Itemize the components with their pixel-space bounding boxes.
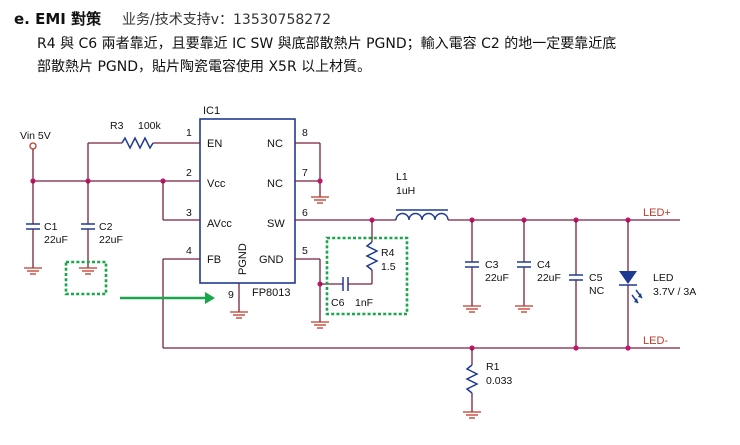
ground-c2 — [79, 267, 97, 275]
input-network: Vin 5V R3 100k C1 22uF — [20, 120, 200, 296]
c5-ref: C5 — [589, 272, 603, 284]
pin-name-fb: FB — [207, 254, 221, 266]
c1-value: 22uF — [44, 234, 68, 246]
led-plus-label: LED+ — [643, 207, 671, 219]
output-network: LED+ C3 22uF C4 22uF — [448, 207, 696, 351]
l1-value: 1uH — [396, 185, 415, 197]
ground-c4 — [515, 305, 533, 313]
ground-r1 — [463, 411, 481, 419]
pin-name-gnd: GND — [259, 254, 284, 266]
led-diode — [619, 271, 637, 284]
junction-nc — [317, 178, 323, 184]
pin-number-7: 7 — [302, 167, 308, 179]
resistor-r1 — [465, 364, 479, 394]
instruction-line-1: R4 與 C6 兩者靠近，且要靠近 IC SW 與底部散熱片 PGND；輸入電容… — [37, 36, 617, 52]
pin-number-3: 3 — [186, 207, 192, 219]
pin-number-4: 4 — [186, 245, 192, 257]
pin-name-nc7: NC — [267, 178, 283, 190]
pin-number-9: 9 — [228, 289, 234, 301]
c6-ref: C6 — [331, 297, 345, 309]
pin-number-2: 2 — [186, 167, 192, 179]
ground-nc — [311, 196, 329, 204]
ic-ref-label: IC1 — [203, 105, 220, 117]
ground-connections — [230, 142, 329, 329]
r3-ref: R3 — [110, 120, 124, 132]
c2-value: 22uF — [99, 234, 123, 246]
switch-network: R4 1.5 C6 1nF L1 1uH — [295, 171, 449, 316]
r1-ref: R1 — [486, 361, 500, 373]
pin-name-pgnd: PGND — [237, 243, 249, 275]
support-contact-note: 业务/技术支持v：13530758272 — [122, 12, 331, 28]
r1-value: 0.033 — [486, 375, 512, 387]
c6-value: 1nF — [355, 297, 373, 309]
r3-value: 100k — [138, 120, 162, 132]
c3-value: 22uF — [485, 272, 509, 284]
pin-number-1: 1 — [186, 127, 192, 139]
highlight-c2-ground — [64, 260, 108, 296]
ground-pin5 — [311, 321, 329, 329]
inductor-l1 — [395, 212, 449, 221]
ic-fp8013: IC1 FP8013 EN Vcc AVcc FB NC NC SW GND P… — [186, 105, 308, 301]
c4-value: 22uF — [537, 272, 561, 284]
c4-ref: C4 — [537, 259, 551, 271]
pin-name-en: EN — [207, 138, 222, 150]
vin-label: Vin 5V — [20, 130, 51, 142]
ground-c3 — [463, 305, 481, 313]
led-ref: LED — [653, 272, 674, 284]
c2-ref: C2 — [99, 221, 113, 233]
pin-number-6: 6 — [302, 207, 308, 219]
pin-name-avcc: AVcc — [207, 218, 232, 230]
section-heading: e. EMI 對策 — [14, 10, 102, 28]
pin-number-5: 5 — [302, 245, 308, 257]
c3-ref: C3 — [485, 259, 499, 271]
led-value: 3.7V / 3A — [653, 286, 696, 298]
ic-part-label: FP8013 — [252, 287, 291, 299]
r4-ref: R4 — [381, 247, 395, 259]
r4-value: 1.5 — [381, 261, 396, 273]
ground-c1 — [24, 267, 42, 275]
c5-value: NC — [589, 285, 605, 297]
junction-led-bottom — [625, 345, 631, 351]
pin-name-vcc: Vcc — [207, 178, 226, 190]
ground-pgnd — [230, 311, 248, 319]
feedback-network: LED- R1 0.033 — [120, 258, 680, 419]
c1-ref: C1 — [44, 221, 58, 233]
instruction-line-2: 部散熱片 PGND，貼片陶瓷電容使用 X5R 以上材質。 — [37, 59, 372, 75]
junction-c5-bottom — [573, 345, 579, 351]
pin-number-8: 8 — [302, 127, 308, 139]
resistor-r3 — [121, 136, 154, 150]
led-minus-label: LED- — [643, 335, 668, 347]
resistor-r4 — [365, 241, 379, 271]
highlight-arrowhead — [205, 292, 215, 304]
pin-name-nc8: NC — [267, 138, 283, 150]
pin-name-sw: SW — [267, 218, 285, 230]
l1-ref: L1 — [396, 171, 408, 183]
